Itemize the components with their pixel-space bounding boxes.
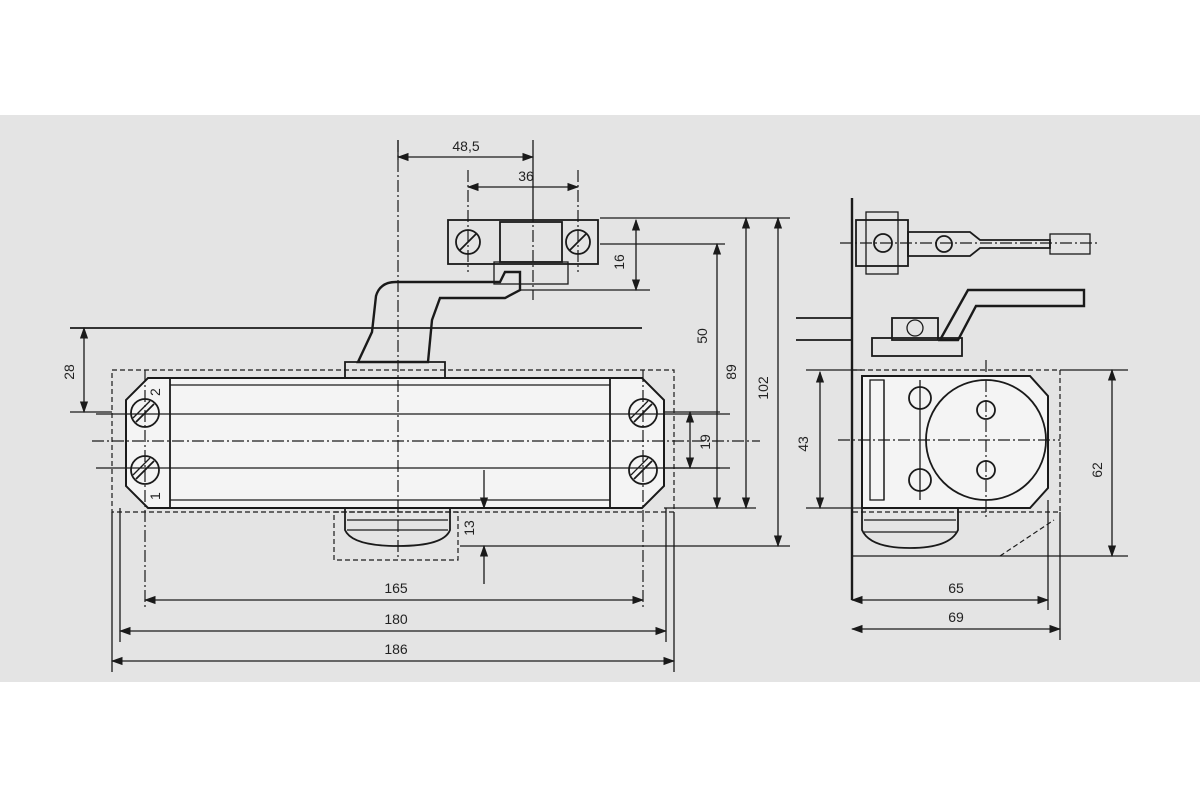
dim-label-19: 19 [697,434,713,450]
dim-label-13: 13 [461,520,477,536]
dim-label-65: 65 [948,580,964,596]
dim-label-165: 165 [384,580,408,596]
dim-label-43: 43 [795,436,811,452]
dim-label-69: 69 [948,609,964,625]
dim-label-16: 16 [611,254,627,270]
dim-label-89: 89 [723,364,739,380]
side-arm-lever [937,288,1086,342]
arm-plan-view [840,211,1100,275]
position-mark-2: 2 [147,388,163,396]
dim-label-180: 180 [384,611,408,627]
side-body-outline [851,369,1061,513]
screw-top-right [628,398,658,428]
screw-bottom-left [130,455,160,485]
front-view: 2 1 [70,140,790,672]
dim-label-28: 28 [61,364,77,380]
arm-lever [356,270,522,364]
side-pinion-cap [871,317,963,357]
dim-label-50: 50 [694,328,710,344]
side-bottom-pinion [861,508,959,549]
position-mark-1: 1 [147,492,163,500]
side-view [796,198,1128,640]
pinion-housing [344,508,451,547]
screw-bottom-right [628,455,658,485]
side-body [861,375,1049,509]
dim-label-62: 62 [1089,462,1105,478]
screw-top-left [130,398,160,428]
side-dimensions: 43 62 65 69 [795,368,1117,634]
pinion-hidden-outline [333,511,459,561]
dim-label-48-5: 48,5 [452,138,479,154]
dim-label-102: 102 [755,376,771,400]
closer-body [125,377,665,509]
front-dimensions: 48,5 36 16 50 89 102 28 19 13 165 180 18… [61,138,783,666]
dim-label-36: 36 [518,168,534,184]
dim-label-186: 186 [384,641,408,657]
